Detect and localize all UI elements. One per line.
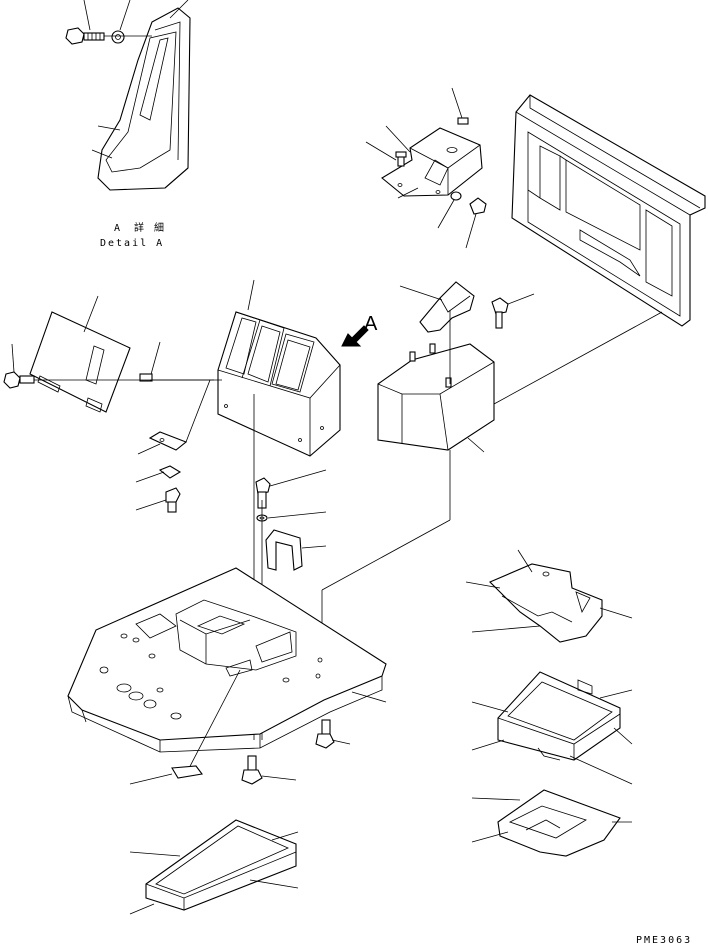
detail-letter: A (114, 223, 122, 234)
lamp-bracket-bolts (395, 117, 487, 215)
cover-hook (419, 281, 475, 333)
side-plate-bolt (3, 371, 35, 389)
cover-leaders (321, 285, 663, 640)
detail-caption: Detail A (100, 238, 164, 249)
bottom-mat (497, 789, 621, 857)
handle-bracket (265, 529, 303, 571)
dashboard-console (217, 311, 341, 457)
floor-tray (145, 819, 297, 911)
detail-a-bolt (65, 27, 105, 45)
lamp-bracket (381, 127, 483, 197)
detail-a-bracket (97, 7, 191, 191)
view-arrow (341, 325, 369, 347)
lamp-bracket-leaders (365, 87, 477, 249)
rear-panel (511, 94, 706, 327)
small-bracket-leaders (135, 379, 211, 511)
cover-hook-bolt (491, 297, 509, 329)
floor-plate-leaders (185, 669, 387, 775)
floor-mat-leaders (465, 549, 633, 633)
view-letter: A (364, 313, 378, 335)
box-cover (377, 343, 495, 451)
floor-tray-leaders (129, 831, 299, 915)
small-bracket (148, 431, 188, 513)
center-bolt (255, 477, 271, 522)
console-leader (247, 279, 255, 311)
floor-plate (67, 567, 387, 753)
bottom-mat-leaders (471, 797, 632, 843)
detail-a-washer (111, 30, 125, 44)
floor-bolts (171, 719, 335, 785)
floor-mat (489, 563, 603, 643)
detail-a-leaders (83, 0, 189, 159)
drawing-number: PME3063 (636, 935, 692, 945)
side-plate (29, 311, 131, 413)
box-tray-leaders (471, 689, 633, 785)
detail-kanji: 詳 細 (134, 221, 166, 234)
box-tray (497, 671, 621, 761)
floor-bolt-leaders (129, 739, 351, 785)
